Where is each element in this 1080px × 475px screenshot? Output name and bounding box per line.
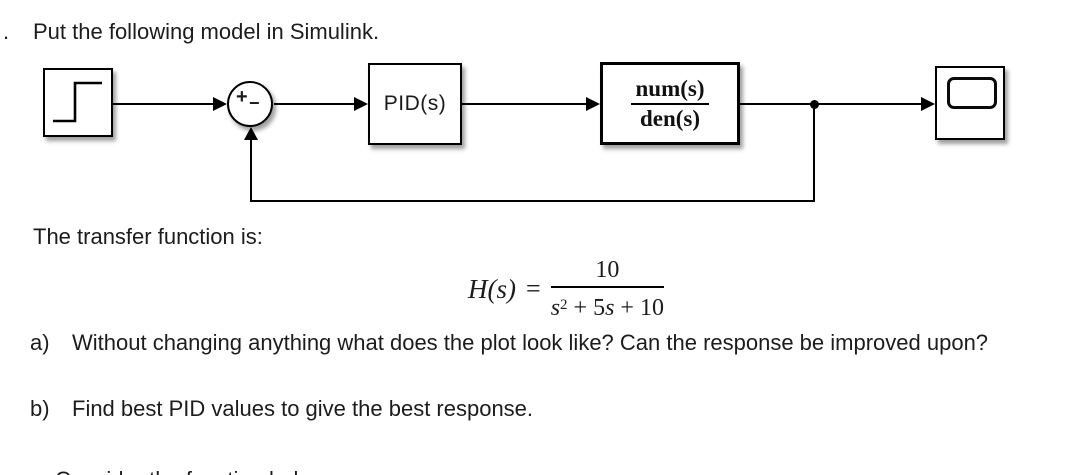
den-exponent: 2	[560, 297, 568, 313]
formula-lhs: H(s)	[468, 273, 517, 304]
list-item-marker: .	[3, 19, 10, 44]
den-var1: s	[550, 295, 561, 321]
arrowhead-icon	[586, 97, 600, 111]
scope-block	[935, 66, 1005, 140]
fraction-bar	[550, 286, 664, 288]
transfer-function-formula: H(s) = 10 s2 + 5s + 10	[0, 255, 1080, 323]
feedback-wire-up	[250, 139, 252, 202]
question-marker: b)	[30, 396, 50, 421]
transfer-function-intro: The transfer function is:	[33, 224, 263, 249]
question-text: Find best PID values to give the best re…	[72, 396, 534, 421]
wire-tf-to-scope	[740, 103, 922, 105]
formula-denominator: s2 + 5s + 10	[551, 290, 664, 323]
question-item-b: b) Find best PID values to give the best…	[30, 392, 1012, 425]
formula-equals: =	[526, 274, 541, 303]
sum-plus-sign: +	[236, 86, 248, 108]
sum-block: + −	[227, 81, 273, 127]
formula-fraction: 10 s2 + 5s + 10	[550, 255, 664, 323]
question-item-a: a) Without changing anything what does t…	[30, 326, 1012, 359]
next-section-cutoff-text: Consider the function below	[55, 466, 327, 475]
den-tail: + 10	[614, 295, 664, 321]
step-icon	[53, 81, 102, 123]
arrowhead-icon	[244, 127, 258, 140]
arrowhead-icon	[213, 97, 227, 111]
formula-numerator: 10	[595, 257, 620, 283]
den-var2: s	[605, 295, 615, 321]
wire-sum-to-pid	[274, 103, 355, 105]
tf-numerator-label: num(s)	[631, 76, 709, 105]
transfer-function-block: num(s) den(s)	[600, 62, 740, 145]
tf-denominator-label: den(s)	[639, 105, 701, 131]
den-mid: + 5	[567, 295, 606, 321]
feedback-wire-horizontal	[250, 200, 815, 202]
question-text: Without changing anything what does the …	[72, 330, 989, 355]
pid-block: PID(s)	[368, 63, 462, 145]
feedback-wire-down	[813, 104, 815, 202]
page-title: Put the following model in Simulink.	[33, 19, 380, 44]
sum-minus-sign: −	[249, 93, 260, 113]
simulink-diagram: + − PID(s) num(s) den(s)	[0, 0, 1080, 230]
arrowhead-icon	[354, 97, 368, 111]
arrowhead-icon	[921, 97, 935, 111]
pid-label: PID(s)	[383, 92, 447, 115]
wire-pid-to-tf	[462, 103, 587, 105]
question-marker: a)	[30, 330, 50, 355]
wire-step-to-sum	[111, 103, 215, 105]
step-block	[43, 68, 113, 137]
transfer-function-fraction: num(s) den(s)	[631, 76, 709, 132]
scope-display-icon	[947, 77, 997, 109]
